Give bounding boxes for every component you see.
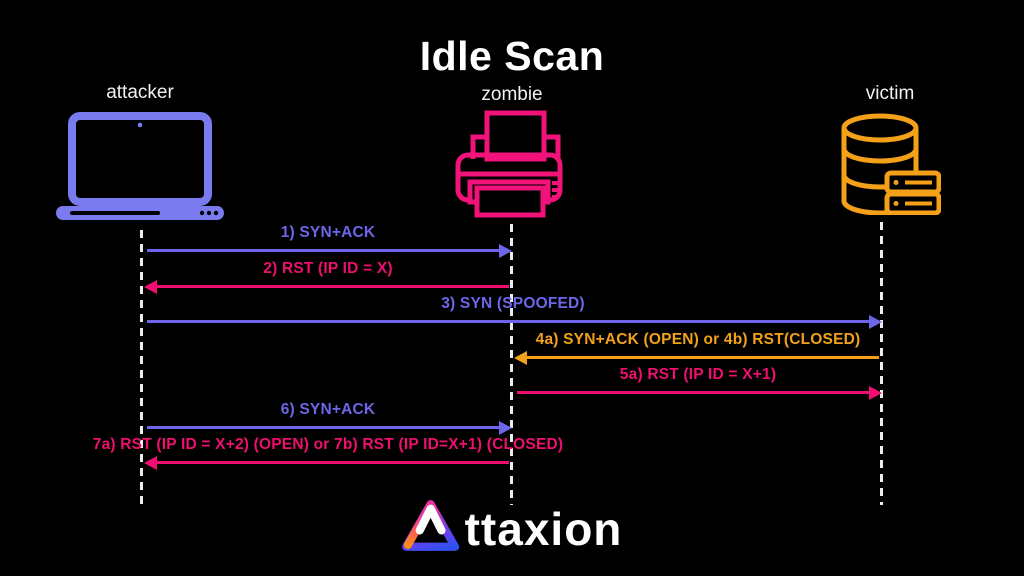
actor-label-victim: victim (865, 83, 915, 104)
actor-label-zombie: zombie (481, 84, 543, 105)
message-7-label: 7a) RST (IP ID = X+2) (OPEN) or 7b) RST … (92, 436, 564, 453)
lifeline-zombie (510, 224, 513, 505)
message-1-label: 1) SYN+ACK (280, 224, 376, 241)
message-6-label: 6) SYN+ACK (280, 401, 376, 418)
message-7: 7a) RST (IP ID = X+2) (OPEN) or 7b) RST … (93, 436, 563, 470)
page-title: Idle Scan (419, 33, 605, 79)
message-5-label: 5a) RST (IP ID = X+1) (619, 366, 777, 383)
database-icon (841, 113, 941, 215)
arrow-right-icon (147, 243, 512, 258)
message-3-label: 3) SYN (SPOOFED) (441, 295, 585, 312)
message-4: 4a) SYN+ACK (OPEN) or 4b) RST(CLOSED) (514, 331, 881, 365)
arrow-left-icon (144, 455, 509, 470)
lifeline-attacker (140, 230, 143, 510)
arrow-right-icon (147, 314, 882, 329)
message-2: 2) RST (IP ID = X) (144, 260, 511, 294)
arrow-right-icon (147, 420, 512, 435)
arrow-left-icon (514, 350, 879, 365)
message-2-label: 2) RST (IP ID = X) (263, 260, 393, 277)
lifeline-victim (880, 222, 883, 505)
message-5: 5a) RST (IP ID = X+1) (515, 366, 882, 400)
message-1: 1) SYN+ACK (145, 224, 512, 258)
attaxion-a-mark-icon (402, 500, 460, 551)
laptop-icon (56, 112, 224, 220)
actor-label-attacker: attacker (106, 82, 174, 103)
message-3: 3) SYN (SPOOFED) (145, 295, 882, 329)
message-4-label: 4a) SYN+ACK (OPEN) or 4b) RST(CLOSED) (535, 331, 861, 348)
message-6: 6) SYN+ACK (145, 401, 512, 435)
attaxion-logo: ttaxion (402, 497, 623, 553)
arrow-right-icon (517, 385, 882, 400)
arrow-left-icon (144, 279, 509, 294)
attaxion-wordmark: ttaxion (464, 503, 623, 555)
printer-icon (455, 110, 563, 218)
